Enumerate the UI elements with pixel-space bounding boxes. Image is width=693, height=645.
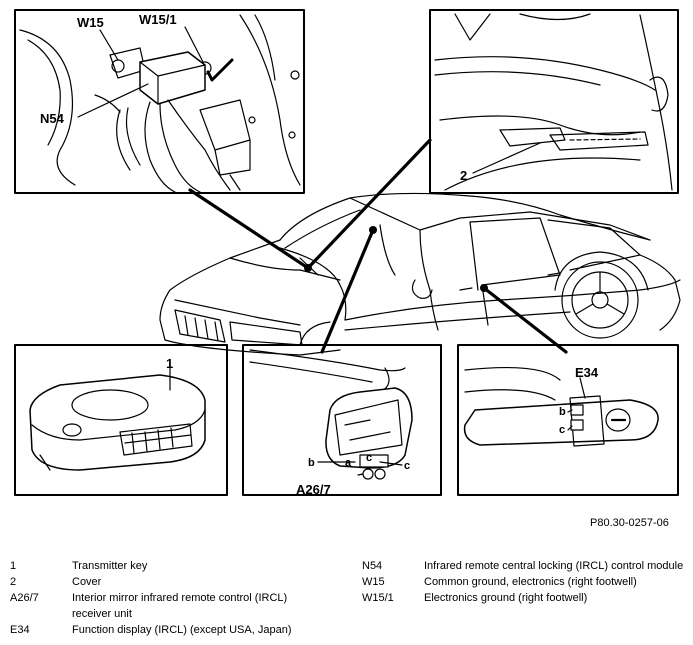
callout-a-mirror: a [345, 457, 352, 469]
legend-description: Common ground, electronics (right footwe… [424, 576, 637, 588]
detail-panel-control-module [14, 9, 305, 194]
legend-description: Infrared remote central locking (IRCL) c… [424, 560, 684, 572]
legend-description: Electronics ground (right footwell) [424, 592, 588, 604]
legend-row: N54 Infrared remote central locking (IRCL… [362, 558, 684, 574]
detail-panel-transmitter-key [14, 344, 228, 496]
legend-description: Function display (IRCL) (except USA, Jap… [72, 624, 292, 636]
legend-row: A26/7 Interior mirror infrared remote con… [10, 590, 322, 622]
callout-b-handle: b [559, 406, 566, 418]
legend-row: W15/1 Electronics ground (right footwell) [362, 590, 684, 606]
legend-code: W15 [362, 576, 385, 588]
component-location-diagram: W15 W15/1 N54 2 1 E34 A26/7 b a c c b c [14, 9, 681, 497]
detail-panel-door-handle [457, 344, 679, 496]
callout-cover: 2 [460, 168, 467, 183]
legend-code: 1 [10, 560, 17, 572]
detail-panel-interior-mirror [242, 344, 442, 496]
callout-transmitter-key: 1 [166, 356, 173, 371]
legend-code: A26/7 [10, 592, 39, 604]
callout-a26-7: A26/7 [296, 482, 331, 497]
figure-reference: P80.30-0257-06 [590, 517, 669, 529]
legend-row: E34 Function display (IRCL) (except USA, … [10, 622, 322, 638]
legend-row: 1 Transmitter key [10, 558, 322, 574]
legend-code: N54 [362, 560, 383, 572]
callout-c-handle: c [559, 424, 565, 436]
legend-description: Transmitter key [72, 560, 148, 572]
detail-panel-cover [429, 9, 679, 194]
callout-c-mirror-1: c [366, 452, 372, 464]
legend-code: W15/1 [362, 592, 394, 604]
legend-code: E34 [10, 624, 30, 636]
callout-w15-1: W15/1 [139, 12, 177, 27]
callout-c-mirror-2: c [404, 460, 410, 472]
callout-b-mirror: b [308, 457, 315, 469]
callout-w15: W15 [77, 15, 104, 30]
legend-description: Cover [72, 576, 102, 588]
legend-code: 2 [10, 576, 17, 588]
legend-right: N54 Infrared remote central locking (IRCL… [362, 558, 684, 606]
callout-n54: N54 [40, 111, 65, 126]
callout-e34: E34 [575, 365, 599, 380]
legend-description: Interior mirror infrared remote control … [72, 592, 288, 620]
pointer-lines [188, 138, 568, 354]
legend-row: W15 Common ground, electronics (right foo… [362, 574, 684, 590]
vehicle-illustration [159, 192, 681, 356]
legend-row: 2 Cover [10, 574, 322, 590]
